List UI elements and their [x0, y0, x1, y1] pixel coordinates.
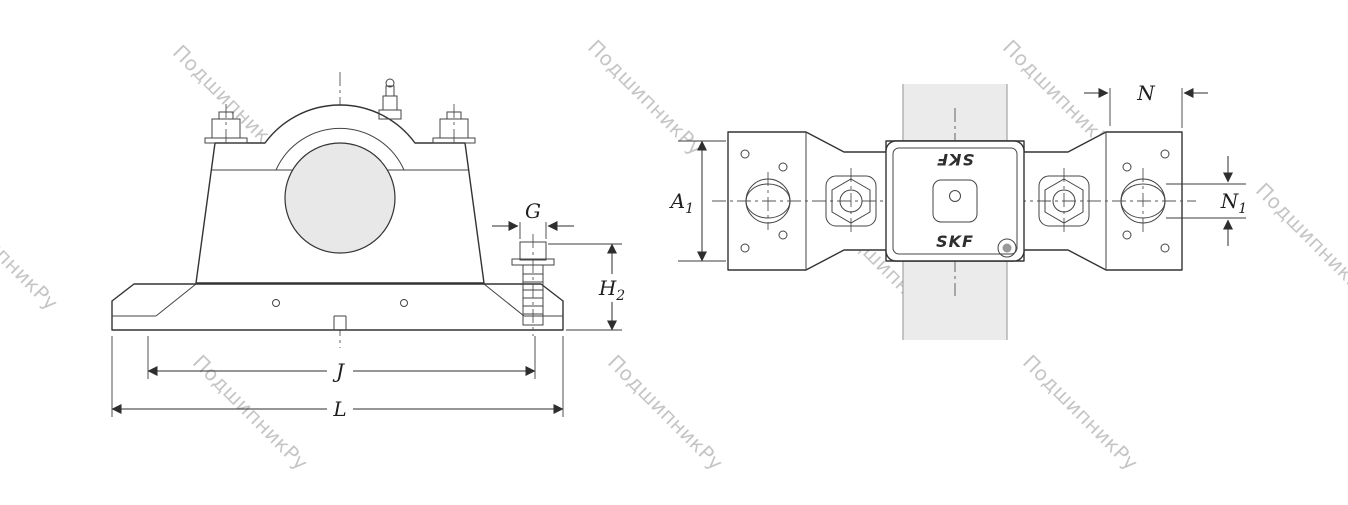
dimension-A1: A1 — [669, 140, 726, 262]
shaft-bore — [284, 142, 396, 254]
foot-hole-right — [1120, 178, 1166, 224]
label-A1: A1 — [669, 189, 694, 217]
cap-center-boss — [932, 179, 978, 223]
base-flange — [111, 283, 564, 331]
base-slope-left — [155, 283, 197, 317]
cap-bolt-left — [204, 111, 248, 144]
cap-inner-arch — [275, 127, 405, 171]
cap-screw-left — [825, 175, 877, 227]
base-hole-left — [272, 299, 280, 307]
skf-logo-top: SKF — [936, 150, 974, 169]
small-holes — [740, 149, 1170, 253]
label-J: J — [332, 359, 345, 383]
dimension-L: L — [111, 336, 564, 421]
front-view: G H2 J — [111, 72, 625, 421]
grease-fitting — [378, 78, 402, 120]
label-G: G — [525, 199, 541, 223]
base-hole-right — [400, 299, 408, 307]
grease-nipple — [997, 238, 1017, 258]
dimension-N1: N1 — [1166, 156, 1247, 246]
housing-cap: SKF SKF — [885, 140, 1025, 262]
foot-hole-left — [745, 178, 791, 224]
dimension-J: J — [147, 336, 536, 383]
label-N1: N1 — [1220, 189, 1247, 217]
cap-screw-right — [1038, 175, 1090, 227]
label-H2: H2 — [598, 276, 625, 304]
cap-bolt-right — [432, 111, 476, 144]
top-view: SKF SKF A1 N — [669, 81, 1247, 340]
label-N: N — [1136, 81, 1156, 105]
label-L: L — [332, 397, 346, 421]
dimension-G: G — [492, 199, 574, 239]
dimension-H2: H2 — [548, 243, 625, 331]
skf-logo-bottom: SKF — [936, 232, 974, 251]
cap-center-hole — [949, 190, 961, 202]
attachment-bolt — [511, 234, 555, 336]
dimension-N: N — [1084, 81, 1208, 128]
base-slope-right — [483, 283, 525, 317]
